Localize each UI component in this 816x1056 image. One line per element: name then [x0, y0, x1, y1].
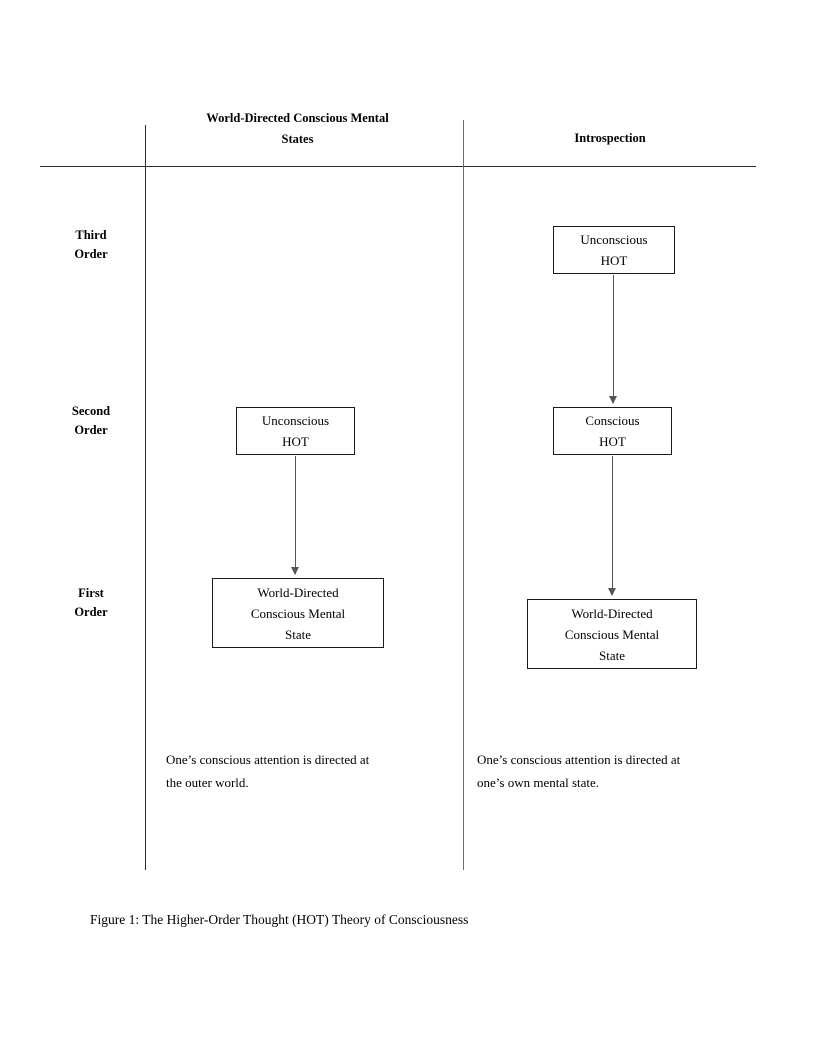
- column-caption-world-directed-line2: the outer world.: [166, 775, 249, 790]
- node-right-unconscious-hot: Unconscious HOT: [553, 226, 675, 274]
- header-horizontal-rule: [40, 166, 756, 167]
- column-divider-left: [145, 125, 146, 870]
- column-caption-world-directed: One’s conscious attention is directed at…: [166, 748, 456, 794]
- column-caption-introspection-line2: one’s own mental state.: [477, 775, 600, 790]
- row-label-first-order-line2: Order: [74, 605, 108, 619]
- node-left-world-directed-state: World-Directed Conscious Mental State: [212, 578, 384, 648]
- node-right-world-directed-state-line3: State: [599, 647, 625, 663]
- node-left-unconscious-hot-line1: Unconscious: [261, 413, 330, 428]
- column-header-introspection: Introspection: [510, 128, 710, 149]
- node-left-world-directed-state-line1: World-Directed: [257, 584, 339, 600]
- row-label-third-order-line2: Order: [74, 247, 108, 261]
- arrow-right-third-to-second-shaft: [613, 275, 615, 403]
- column-header-introspection-line1: Introspection: [574, 131, 646, 145]
- column-header-world-directed-line2: Conscious Mental States: [281, 111, 389, 146]
- arrow-left-second-to-first-head: [291, 567, 300, 575]
- column-divider-right: [463, 120, 464, 870]
- node-right-conscious-hot: Conscious HOT: [553, 407, 672, 455]
- column-header-world-directed-line1: World-Directed: [206, 111, 291, 125]
- column-caption-world-directed-line1: One’s conscious attention is directed at: [166, 752, 370, 767]
- column-caption-introspection-line1: One’s conscious attention is directed at: [477, 752, 681, 767]
- row-label-third-order-line1: Third: [75, 228, 107, 242]
- column-caption-introspection: One’s conscious attention is directed at…: [477, 748, 767, 794]
- node-right-unconscious-hot-line2: HOT: [600, 253, 628, 268]
- arrow-right-second-to-first-head: [608, 588, 617, 596]
- figure-caption: Figure 1: The Higher-Order Thought (HOT)…: [90, 912, 469, 927]
- column-header-world-directed: World-Directed Conscious Mental States: [190, 108, 405, 150]
- node-left-world-directed-state-line3: State: [285, 626, 311, 642]
- node-right-world-directed-state-line1: World-Directed: [571, 605, 653, 621]
- row-label-first-order: First Order: [45, 584, 137, 622]
- row-label-second-order-line1: Second: [71, 404, 111, 418]
- node-left-unconscious-hot-line2: HOT: [282, 434, 309, 449]
- node-right-world-directed-state: World-Directed Conscious Mental State: [527, 599, 697, 669]
- arrow-right-third-to-second-head: [609, 396, 618, 404]
- node-right-conscious-hot-line2: HOT: [599, 434, 626, 449]
- arrow-left-second-to-first-shaft: [295, 456, 297, 574]
- row-label-third-order: Third Order: [45, 226, 137, 264]
- node-right-world-directed-state-line2: Conscious Mental: [564, 626, 660, 642]
- arrow-right-second-to-first-shaft: [612, 456, 614, 595]
- node-right-conscious-hot-line1: Conscious: [585, 413, 640, 428]
- node-left-world-directed-state-line2: Conscious Mental: [250, 605, 346, 621]
- row-label-first-order-line1: First: [78, 586, 104, 600]
- row-label-second-order-line2: Order: [74, 423, 108, 437]
- node-left-unconscious-hot: Unconscious HOT: [236, 407, 355, 455]
- node-right-unconscious-hot-line1: Unconscious: [580, 232, 648, 247]
- row-label-second-order: Second Order: [45, 402, 137, 440]
